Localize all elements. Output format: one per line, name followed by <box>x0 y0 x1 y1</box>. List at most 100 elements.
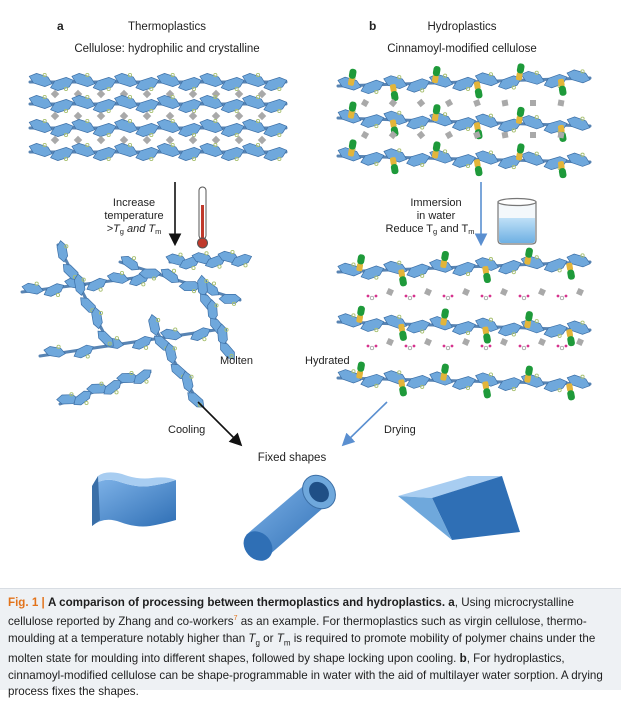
wavy-sheet-shape <box>92 472 176 527</box>
hydrogen-bond-block <box>119 111 129 121</box>
cinnamoyl-linker <box>431 112 439 122</box>
glucose-ring <box>497 377 522 391</box>
hydroxyl-group <box>114 336 119 341</box>
hydroxyl-group <box>580 152 585 157</box>
glucose-ring <box>360 265 385 280</box>
hydrogen-bond-block <box>538 338 546 346</box>
cinnamoyl-cellulose-chains <box>336 63 592 179</box>
glucose-ring <box>337 262 362 277</box>
hydrogen-bond-block <box>576 288 584 296</box>
hydroxyl-group <box>63 108 69 114</box>
hydrogen-bond-block <box>96 89 106 99</box>
cinnamoyl-linker <box>347 77 355 86</box>
water-hydrogen <box>526 294 530 298</box>
cinnamoyl-group <box>441 363 449 374</box>
hydroxyl-group <box>213 142 218 148</box>
water-hydrogen <box>404 294 408 298</box>
cinnamoyl-linker <box>356 314 364 323</box>
glucose-ring <box>263 147 288 161</box>
hydrogen-bond-block <box>188 111 198 121</box>
glucose-ring <box>92 77 117 91</box>
caption-reference[interactable]: 7 <box>233 615 238 623</box>
hydroxyl-group <box>144 345 149 350</box>
glucose-ring <box>135 147 160 161</box>
hydrogen-bond-block <box>416 130 426 140</box>
glucose-ring <box>406 375 431 389</box>
cinnamoyl-group <box>441 250 449 262</box>
hydroxyl-group <box>534 373 539 378</box>
hydroxyl-group <box>557 333 562 338</box>
hydroxyl-group <box>114 390 119 395</box>
hydroxyl-group <box>488 257 493 262</box>
hydrogen-bond-block <box>142 111 152 121</box>
hydrogen-bond-block <box>142 135 152 145</box>
glucose-ring <box>71 119 96 133</box>
tube-shape <box>243 474 336 561</box>
water-oxygen <box>483 295 489 301</box>
hydrogen-bond-block <box>424 338 432 346</box>
hydroxyl-group <box>98 310 104 316</box>
hydroxyl-group <box>277 132 282 138</box>
hydroxyl-group <box>191 108 197 114</box>
hydroxyl-group <box>172 346 177 351</box>
hydroxyl-group <box>243 263 248 268</box>
glucose-ring <box>135 123 160 137</box>
glucose-ring <box>156 73 181 87</box>
chain-backbone <box>20 274 152 294</box>
glucose-ring <box>566 69 591 84</box>
hydroxyl-group <box>149 86 154 92</box>
glucose-ring <box>383 75 408 90</box>
hydrogen-bond-block <box>530 100 536 106</box>
glucose-ring <box>475 372 499 387</box>
hydroxyl-group <box>230 249 235 255</box>
water-hydrogen <box>488 344 492 348</box>
glucose-ring <box>190 327 211 341</box>
water-hydrogen <box>442 344 446 348</box>
glucose-ring <box>21 282 44 295</box>
water-oxygen <box>521 295 527 301</box>
cinnamoyl-group <box>483 333 491 344</box>
hydroxyl-group <box>170 118 175 124</box>
hydrogen-bond-block <box>257 89 267 99</box>
hydroxyl-group <box>170 94 175 100</box>
cinnamoyl-linker <box>473 81 481 90</box>
hydroxyl-group <box>170 142 175 148</box>
water-hydrogen <box>526 344 530 348</box>
hydroxyl-group <box>465 385 471 391</box>
glucose-ring <box>242 73 266 87</box>
cinnamoyl-linker <box>515 152 523 161</box>
glucose-ring <box>178 99 202 113</box>
glucose-ring <box>383 110 408 125</box>
glucose-ring <box>28 95 53 109</box>
cinnamoyl-linker <box>482 265 490 275</box>
hydroxyl-group <box>277 108 282 114</box>
glucose-ring <box>220 99 245 113</box>
glucose-ring <box>520 255 545 270</box>
glucose-ring <box>156 95 181 109</box>
hydrogen-bond-block <box>142 89 152 99</box>
hydroxyl-group <box>34 281 39 286</box>
cinnamoyl-group <box>483 272 491 284</box>
cinnamoyl-group <box>474 166 483 177</box>
glucose-ring <box>50 123 74 137</box>
hydroxyl-group <box>56 344 61 349</box>
cooling-label: Cooling <box>168 424 205 436</box>
hydroxyl-group <box>231 301 237 306</box>
caption-text-1: , Using microcrystalline cellulose repor… <box>8 596 574 629</box>
hydroxyl-group <box>42 118 47 124</box>
glucose-ring <box>360 114 385 128</box>
panel-b-heading: Hydroplastics <box>427 21 496 33</box>
glucose-ring <box>160 268 180 283</box>
hydroxyl-group <box>191 156 197 162</box>
water-oxygen <box>521 345 527 351</box>
water-oxygen <box>445 345 451 351</box>
water-hydrogen <box>480 294 484 298</box>
hydroxyl-group <box>374 383 379 388</box>
glucose-ring <box>520 319 545 334</box>
hydroxyl-group <box>255 118 261 124</box>
glucose-ring <box>71 143 96 157</box>
glucose-ring <box>28 119 53 133</box>
hydroxyl-group <box>255 142 261 148</box>
caption-text-2: as an example. For thermoplastics such a… <box>8 615 587 645</box>
hydroxyl-group <box>465 330 471 336</box>
